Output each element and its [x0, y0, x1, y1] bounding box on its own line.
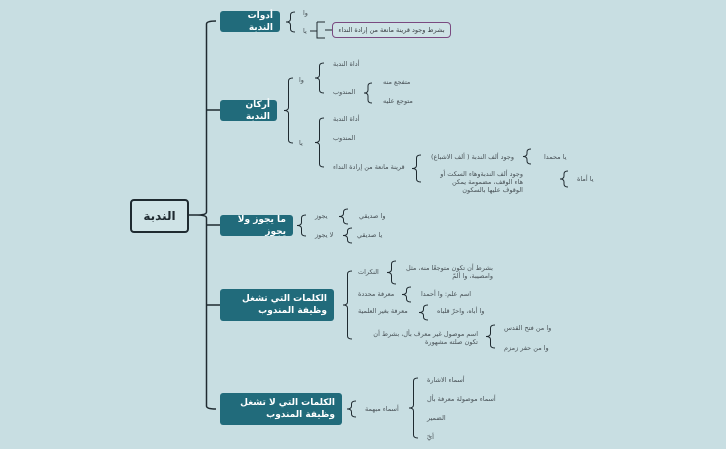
leaf-allowed[interactable]: يجوز	[315, 212, 328, 220]
leaf-vague-nouns[interactable]: أسماء مبهمة	[365, 405, 399, 413]
brace-line	[196, 20, 217, 410]
brace-line	[408, 377, 419, 439]
leaf-ya[interactable]: يا	[303, 27, 307, 35]
root-node[interactable]: الندبة	[130, 199, 189, 233]
brace-line	[342, 227, 353, 244]
leaf-alif-ha-example[interactable]: يا أماة	[577, 175, 594, 183]
category-allowed[interactable]: ما يجوز ولا يجوز	[220, 215, 293, 237]
brace-line	[418, 304, 429, 321]
category-nonfunctioning-words[interactable]: الكلمات التي لا تشغل وظيفة المندوب	[220, 393, 342, 425]
brace-line	[386, 260, 397, 285]
leaf-ya[interactable]: يا	[299, 139, 303, 147]
leaf-pronoun[interactable]: الضمير	[427, 414, 446, 422]
brace-line	[283, 77, 294, 144]
brace-line	[401, 286, 412, 303]
brace-line	[314, 62, 325, 94]
leaf-tool[interactable]: أداة الندبة	[333, 60, 360, 68]
brace-line	[342, 270, 353, 340]
leaf-mutafajja[interactable]: متفجع منه	[383, 78, 411, 86]
leaf-specific-definite[interactable]: معرفة محددة	[358, 290, 395, 298]
brace-line	[363, 82, 373, 104]
leaf-alif-example[interactable]: يا محمدا	[544, 153, 567, 161]
brace-line	[285, 11, 296, 33]
note-ya-condition[interactable]: بشرط وجود قرينة مانعة من إرادة النداء	[332, 22, 451, 38]
leaf-allowed-example[interactable]: وا صديقي	[359, 212, 386, 220]
category-pillars[interactable]: أركان الندبة	[220, 100, 277, 122]
leaf-wa[interactable]: وا	[299, 76, 304, 84]
leaf-demonstratives[interactable]: أسماء الاشارة	[427, 376, 465, 384]
leaf-mandub[interactable]: المندوب	[333, 134, 356, 142]
brace-line	[522, 148, 532, 165]
category-tools[interactable]: أدوات الندبة	[220, 11, 280, 33]
brace-line	[559, 170, 569, 188]
leaf-indefinites[interactable]: النكرات	[358, 268, 379, 276]
category-functioning-words[interactable]: الكلمات التي تشغل وظيفة المندوب	[220, 289, 334, 321]
brace-line	[338, 208, 349, 225]
brace-line	[485, 324, 496, 349]
leaf-relative-example[interactable]: وا من فتح القدس	[504, 324, 552, 332]
leaf-definite-nonproper-detail[interactable]: وا أباه، واحرّ قلباه	[437, 307, 485, 315]
leaf-qarina[interactable]: قرينة مانعة من إرادة النداء	[333, 163, 405, 171]
leaf-definite-nonproper[interactable]: معرفة بغير العلمية	[358, 307, 408, 315]
leaf-relative-example[interactable]: وا من حفر زمزم	[504, 344, 549, 352]
leaf-specific-definite-detail[interactable]: اسم علم: وا أحمدا	[421, 290, 472, 298]
leaf-not-allowed-example[interactable]: يا صديقي	[357, 231, 383, 239]
brace-line	[411, 154, 422, 183]
leaf-mandub[interactable]: المندوب	[333, 88, 356, 96]
leaf-alif[interactable]: وجود ألف الندبة ( ألف الاشباع)	[431, 153, 515, 161]
brace-line	[314, 117, 325, 168]
leaf-alif-ha[interactable]: وجود ألف الندبةوهاء السكت أو هاء الوقف، …	[440, 170, 523, 194]
brace-line	[296, 214, 307, 237]
leaf-wa[interactable]: وا	[303, 9, 308, 17]
leaf-tool[interactable]: أداة الندبة	[333, 115, 360, 123]
leaf-indefinites-detail[interactable]: بشرط أن تكون متوجعًا منه، مثل وامصيبة، و…	[406, 264, 493, 280]
brace-line	[310, 21, 332, 39]
leaf-relative-noun[interactable]: اسم موصول غير معرف بأل، بشرط أن تكون صلت…	[373, 330, 478, 346]
leaf-not-allowed[interactable]: لا يجوز	[315, 231, 334, 239]
leaf-mutawajja[interactable]: متوجع عليه	[383, 97, 413, 105]
leaf-relative-al[interactable]: أسماء موصولة معرفة بأل	[427, 395, 496, 403]
leaf-ayy[interactable]: أيّ	[427, 433, 434, 441]
brace-line	[346, 400, 357, 418]
